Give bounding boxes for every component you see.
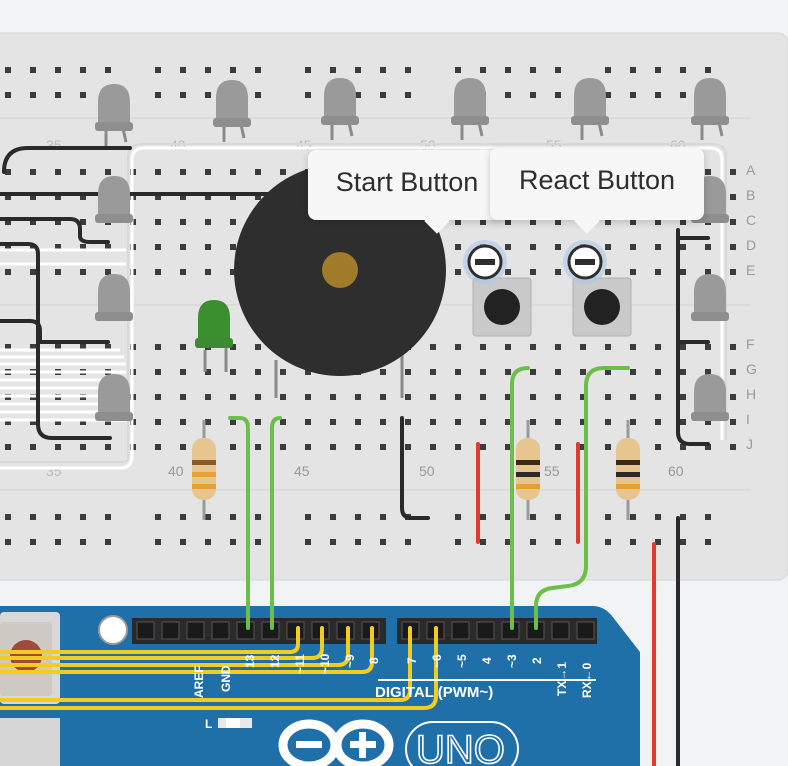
digital-label: DIGITAL (PWM~) [375,684,493,701]
led-group [95,78,729,421]
row-label-b: B [746,187,755,203]
row-labels: A B C D E F G H I J [746,162,757,452]
row-label-d: D [746,237,756,253]
pin-label: GND [219,665,233,692]
row-label-c: C [746,212,756,228]
column-number: 45 [294,463,310,479]
column-number: 55 [544,463,560,479]
react-button-tooltip: React Button [490,148,704,234]
green-led[interactable] [195,300,233,372]
react-button-tooltip-label: React Button [518,165,676,195]
uno-label: UNO [416,728,505,766]
row-label-g: G [746,361,757,377]
uno-badge [405,721,519,766]
pin-label: TX→1 [555,662,569,696]
row-label-f: F [746,336,755,352]
row-label-a: A [746,162,756,178]
header-pins [136,621,595,640]
start-button-tooltip: Start Button [308,150,506,234]
led-l-label: L [205,717,212,731]
pin-labels: AREF GND 13 12 ~11 ~10 ~9 8 7 ~6 ~5 4 ~3… [192,653,594,698]
yellow-wires[interactable] [0,626,438,710]
pin-label: AREF [192,665,206,698]
arduino-board[interactable] [0,606,640,766]
column-number: 60 [668,463,684,479]
resistor-group [192,420,640,520]
pin-label: ~6 [430,654,444,668]
pin-label: ~11 [293,654,307,674]
pin-label: 13 [243,654,257,668]
pin-label: ~5 [455,654,469,668]
row-label-h: H [746,386,756,402]
column-number: 40 [168,463,184,479]
column-number-faded: 35 [46,137,62,153]
start-push-button[interactable] [463,240,532,337]
column-number-faded: 35 [46,463,62,479]
row-label-i: I [746,411,750,427]
pin-label: 8 [367,657,381,664]
column-number: 50 [419,463,435,479]
row-label-j: J [746,436,753,452]
row-label-e: E [746,262,755,278]
pin-label: 4 [480,657,494,664]
red-wires[interactable] [476,442,656,766]
pin-label: ~9 [343,654,357,668]
start-button-tooltip-label: Start Button [335,167,479,197]
pin-label: ~10 [318,653,332,674]
pin-label: 2 [530,657,544,664]
react-push-button[interactable] [563,240,632,337]
green-wires[interactable] [228,366,630,630]
pin-label: ~3 [505,654,519,668]
pin-label: 7 [405,657,419,664]
pin-label: 12 [268,654,282,668]
arduino-logo [278,719,394,766]
